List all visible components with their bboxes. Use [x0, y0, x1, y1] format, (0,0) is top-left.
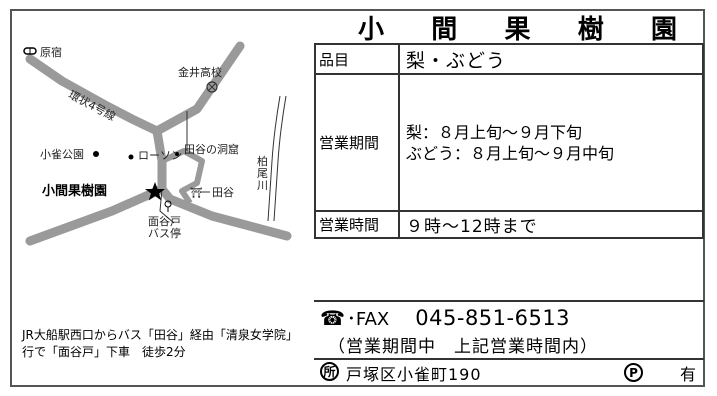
parking-icon: P	[624, 363, 643, 382]
phone-row: ☎ ･FAX 045-851-6513	[320, 305, 570, 331]
park-dot-icon	[93, 151, 99, 157]
map-label-school: 金井高校	[178, 66, 222, 79]
page-frame	[10, 9, 705, 387]
farm-title: 小 間 果 樹 園	[340, 12, 695, 45]
hours-label: 営業時間	[314, 210, 400, 239]
access-map: ⛩ 原宿 環状4号線 金井高校 小雀公園 ローソン 田谷の洞窟 柏尾川 小間果樹…	[12, 11, 310, 321]
map-label-bus-stop: 面谷戸 バス停	[148, 215, 181, 240]
title-char: 園	[650, 14, 677, 45]
period-value: 梨：８月上旬～９月下旬 ぶどう：８月上旬～９月中旬	[398, 73, 704, 212]
map-label-area: 田谷	[212, 186, 234, 199]
title-char: 小	[357, 14, 384, 45]
map-label-park: 小雀公園	[40, 148, 84, 161]
hours-note: （営業期間中 上記営業時間内）	[328, 337, 598, 357]
table-row: 営業時間 ９時～12時まで	[314, 210, 704, 239]
period-label: 営業期間	[314, 73, 400, 212]
contact-box: ☎ ･FAX 045-851-6513 （営業期間中 上記営業時間内）	[314, 300, 704, 360]
map-roads: ⛩	[23, 41, 292, 246]
phone-number: 045-851-6513	[415, 306, 571, 330]
address-icon: 所	[320, 362, 339, 381]
address-row: 所 戸塚区小雀町190 P 有	[318, 360, 702, 386]
info-table: 品目 梨・ぶどう 営業期間 梨：８月上旬～９月下旬 ぶどう：８月上旬～９月中旬 …	[314, 43, 704, 239]
map-label-river: 柏尾川	[257, 155, 268, 192]
parking-text: 有	[680, 365, 697, 384]
map-label-cave: 田谷の洞窟	[184, 143, 239, 156]
school-icon	[206, 81, 218, 93]
title-char: 間	[431, 14, 458, 45]
item-value: 梨・ぶどう	[398, 43, 704, 75]
farm-star-icon	[145, 182, 165, 201]
map-label-farm: 小間果樹園	[42, 184, 108, 199]
address-text: 戸塚区小雀町190	[346, 365, 482, 384]
item-label: 品目	[314, 43, 400, 75]
title-char: 果	[504, 14, 531, 45]
map-label-lawson: ローソン	[138, 149, 182, 162]
period-line: 梨：８月上旬～９月下旬	[406, 122, 583, 142]
access-directions: JR大船駅西口からバス「田谷」経由「清泉女学院」行で「面谷戸」下車 徒歩2分	[22, 328, 292, 359]
table-row: 営業期間 梨：８月上旬～９月下旬 ぶどう：８月上旬～９月中旬	[314, 73, 704, 212]
lawson-dot-icon	[128, 154, 134, 160]
phone-icon: ☎	[320, 306, 345, 330]
cave-dot-icon	[175, 152, 179, 156]
table-row: 品目 梨・ぶどう	[314, 43, 704, 75]
hours-value: ９時～12時まで	[398, 210, 704, 239]
period-line: ぶどう：８月上旬～９月中旬	[406, 143, 615, 163]
phone-label: ･FAX	[346, 309, 390, 330]
svg-text:⛩: ⛩	[190, 187, 203, 199]
map-label-station: 原宿	[40, 46, 62, 59]
title-char: 樹	[577, 14, 604, 45]
